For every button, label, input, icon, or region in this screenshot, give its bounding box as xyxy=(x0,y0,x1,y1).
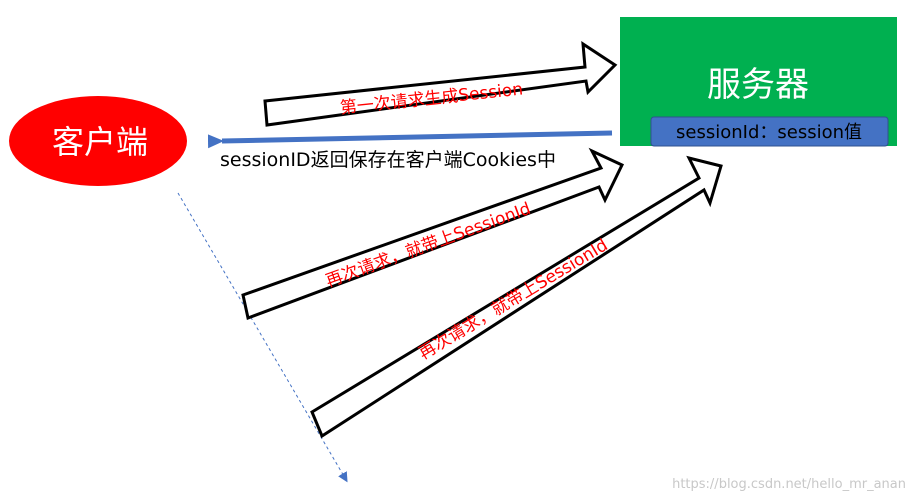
return-arrow-label: sessionID返回保存在客户端Cookies中 xyxy=(220,149,556,171)
return-arrow xyxy=(207,130,613,149)
server-label: 服务器 xyxy=(707,65,809,105)
client-label: 客户端 xyxy=(52,123,148,161)
third-request-arrow xyxy=(310,155,723,439)
first-request-arrow xyxy=(263,41,618,127)
watermark: https://blog.csdn.net/hello_mr_anan xyxy=(672,477,906,492)
second-request-label: 再次请求，就带上SessionId xyxy=(323,199,533,292)
third-request-label: 再次请求，就带上SessionId xyxy=(415,235,611,364)
timeline-dotted-line xyxy=(177,192,348,483)
session-id-box xyxy=(650,116,889,147)
client-ellipse xyxy=(9,96,187,186)
session-id-label: sessionId：session值 xyxy=(676,122,862,143)
second-request-arrow xyxy=(241,147,625,321)
